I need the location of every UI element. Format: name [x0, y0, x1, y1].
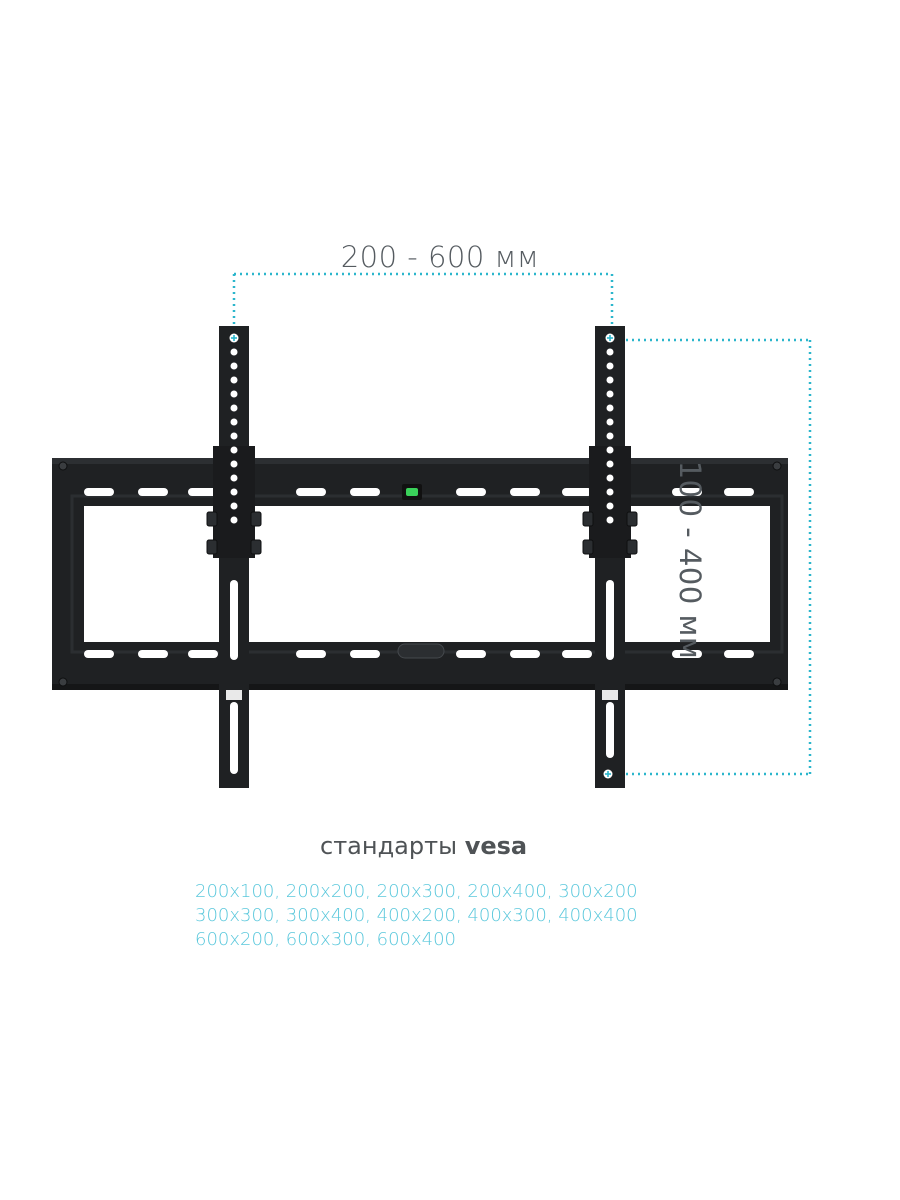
right-arm-holes [606, 348, 614, 758]
vesa-standards-list: 200x100, 200x200, 200x300, 200x400, 300x… [195, 880, 715, 952]
vesa-title-prefix: стандарты [320, 832, 458, 860]
right-arm-top-marker [605, 333, 615, 343]
bottom-rail-slots [84, 650, 754, 658]
left-arm-top-marker [229, 333, 239, 343]
logo-badge [397, 643, 445, 659]
vesa-line: 300x300, 300x400, 400x200, 400x300, 400x… [195, 905, 638, 926]
right-arm-bottom-marker [603, 769, 613, 779]
right-bracket-arm [582, 326, 638, 788]
width-dimension-line [232, 272, 614, 332]
bubble-level [402, 484, 422, 500]
width-dimension-label: 200 - 600 мм [340, 240, 540, 274]
vesa-line: 600x200, 600x300, 600x400 [195, 929, 456, 950]
height-dimension-label: 100 - 400 мм [673, 460, 707, 660]
top-rail-slots [84, 488, 754, 496]
vesa-line: 200x100, 200x200, 200x300, 200x400, 300x… [195, 881, 638, 902]
vesa-title-bold: vesa [464, 832, 528, 860]
corner-screws [58, 461, 782, 687]
left-arm-holes [230, 348, 238, 774]
left-bracket-arm [206, 326, 262, 788]
right-tilt-knobs [582, 511, 638, 555]
vesa-title: стандарты vesa [320, 832, 620, 860]
left-tilt-knobs [206, 511, 262, 555]
height-dimension-line [614, 338, 812, 776]
